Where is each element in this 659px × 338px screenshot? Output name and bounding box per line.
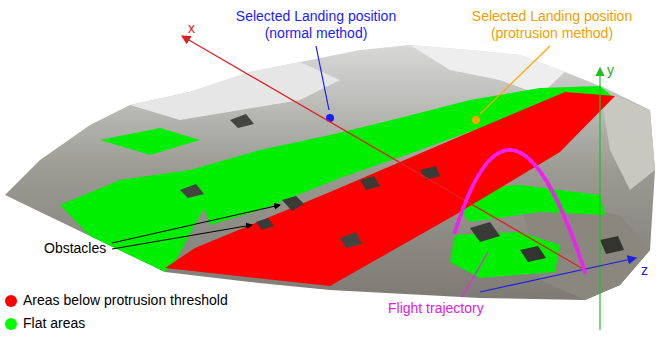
axis-label: z	[641, 262, 648, 279]
callout-label: Flight trajectory	[388, 300, 484, 317]
legend-swatch	[5, 295, 17, 307]
legend-item: Areas below protrusion threshold	[5, 292, 228, 309]
callout-label: Selected Landing position (normal method…	[230, 8, 402, 42]
legend-text: Areas below protrusion threshold	[23, 292, 228, 309]
callout-label: Obstacles	[44, 240, 106, 257]
legend-item: Flat areas	[5, 315, 85, 332]
legend-swatch	[5, 318, 17, 330]
axis-label: y	[607, 62, 614, 79]
callout-label: Selected Landing position (protrusion me…	[462, 8, 642, 42]
axis-label: x	[188, 20, 195, 37]
legend-text: Flat areas	[23, 315, 85, 332]
